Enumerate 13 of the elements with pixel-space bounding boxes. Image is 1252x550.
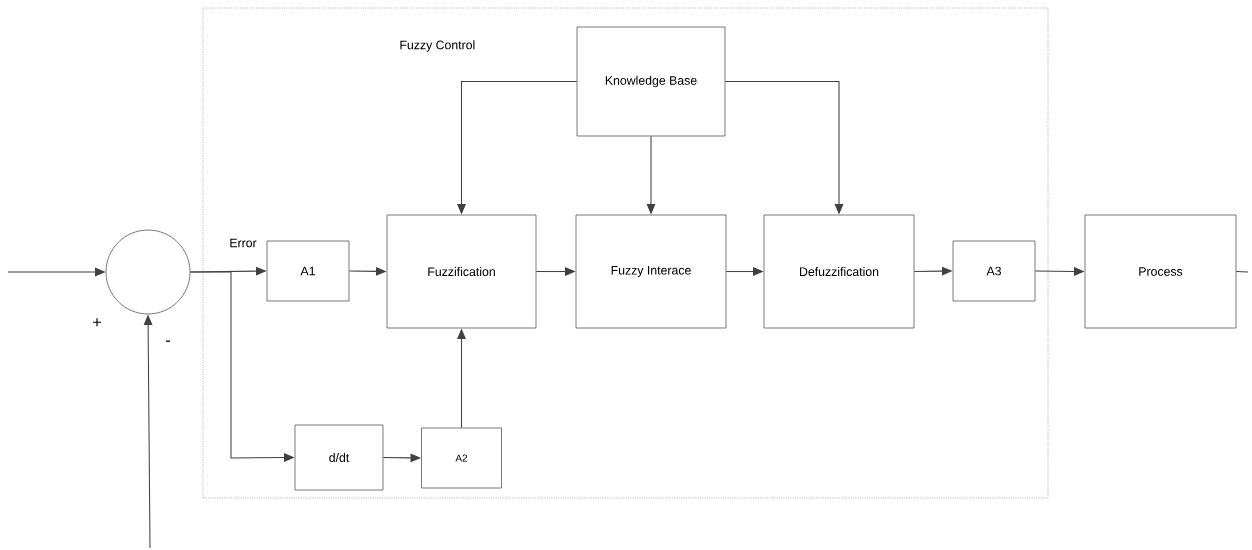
process-box: Fuzzification [386,214,537,329]
sign-label: + [93,318,101,327]
summing-circle [105,229,191,315]
process-box: A3 [952,240,1036,302]
label-text: Error [230,238,257,248]
process-box: d/dt [294,424,384,491]
process-box: A1 [266,240,350,302]
process-box: Defuzzification [763,214,915,329]
process-box: A2 [421,427,502,489]
process-box: Process [1084,214,1237,329]
process-box: Knowledge Base [576,26,726,137]
sign-label: - [166,340,170,342]
process-box: Fuzzy Interace [575,214,727,329]
